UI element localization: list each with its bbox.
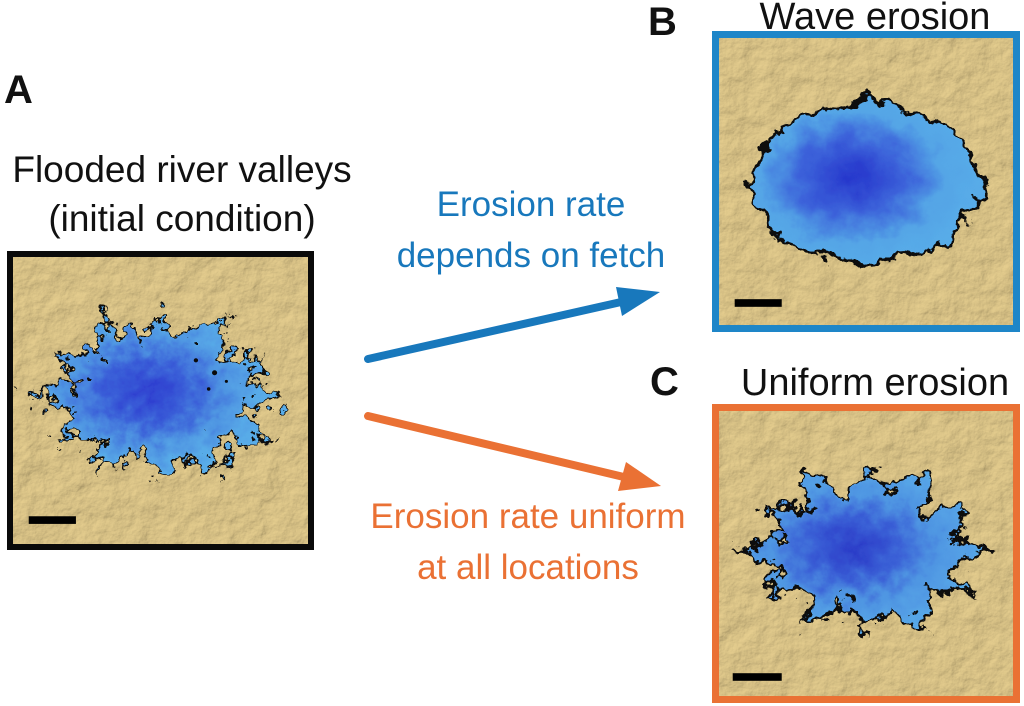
panel-a-label: A xyxy=(4,68,33,112)
panel-a-title-line2: (initial condition) xyxy=(48,197,316,239)
panel-a-title: Flooded river valleys (initial condition… xyxy=(0,146,374,244)
panel-c-scale-bar xyxy=(732,673,782,681)
panel-c-label: C xyxy=(650,360,679,404)
panel-a-islands xyxy=(193,358,228,391)
panel-c-title: Uniform erosion xyxy=(740,362,1010,404)
panel-b-lake xyxy=(744,97,984,268)
panel-b-scale-bar xyxy=(734,299,782,307)
uniform-arrow-label: Erosion rate uniform at all locations xyxy=(357,491,699,593)
panel-a-title-line1: Flooded river valleys xyxy=(12,149,352,190)
panel-a-scale-bar xyxy=(28,516,76,524)
wave-arrow-label-line2: depends on fetch xyxy=(396,236,666,276)
panel-c-map xyxy=(719,411,1013,696)
panel-b-map-frame xyxy=(712,31,1020,332)
wave-arrow-label: Erosion rate depends on fetch xyxy=(360,179,702,281)
panel-c-map-frame xyxy=(712,404,1020,703)
panel-a-lake xyxy=(26,311,288,483)
panel-b-label: B xyxy=(648,0,677,44)
uniform-arrow-label-line1: Erosion rate uniform xyxy=(370,497,686,536)
uniform-erosion-arrow-icon xyxy=(364,412,661,491)
wave-erosion-arrow-icon xyxy=(364,287,660,363)
uniform-arrow-label-line2: at all locations xyxy=(417,548,639,588)
panel-a-map xyxy=(13,257,308,544)
panel-a-map-frame xyxy=(7,251,314,550)
panel-c-lake xyxy=(730,466,994,636)
panel-b-map xyxy=(719,38,1013,325)
wave-arrow-label-line1: Erosion rate xyxy=(436,185,626,224)
